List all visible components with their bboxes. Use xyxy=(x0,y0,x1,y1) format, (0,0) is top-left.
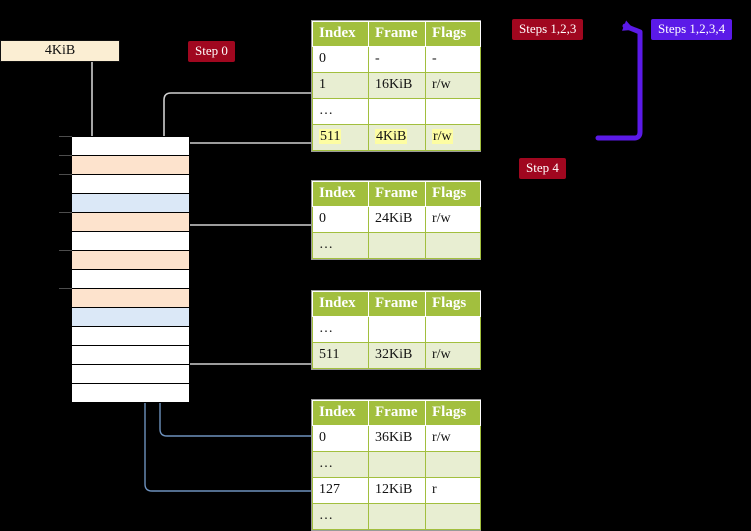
wire-table1-to-memory xyxy=(175,224,311,259)
cell-index: … xyxy=(312,503,369,530)
cell-index: 511 xyxy=(312,124,369,151)
badge-steps-1234: Steps 1,2,3,4 xyxy=(651,19,733,40)
table-row[interactable]: 0-- xyxy=(312,46,481,73)
cell-flags xyxy=(425,232,481,259)
memory-tick-1 xyxy=(59,155,72,156)
memory-frame-6 xyxy=(72,251,189,270)
memory-frame-7 xyxy=(72,270,189,289)
memory-frame-12 xyxy=(72,365,189,384)
memory-tick-2 xyxy=(59,174,72,175)
cell-index: 0 xyxy=(312,206,369,233)
cell-frame: 4KiB xyxy=(368,124,426,151)
cell-flags: r/w xyxy=(425,342,481,369)
table-row[interactable]: … xyxy=(312,98,481,125)
cell-frame xyxy=(368,316,426,343)
physical-memory-column xyxy=(71,136,190,403)
table-row[interactable]: … xyxy=(312,232,481,259)
column-header-flags: Flags xyxy=(425,181,481,207)
memory-tick-8 xyxy=(59,288,72,289)
cell-index: 0 xyxy=(312,425,369,452)
cell-frame: 12KiB xyxy=(368,477,426,504)
cell-frame xyxy=(368,451,426,478)
cell-frame: 32KiB xyxy=(368,342,426,369)
column-header-index: Index xyxy=(312,291,369,317)
column-header-index: Index xyxy=(312,21,369,47)
column-header-index: Index xyxy=(312,181,369,207)
cell-index: … xyxy=(312,98,369,125)
cell-frame: 36KiB xyxy=(368,425,426,452)
cell-flags: r/w xyxy=(425,425,481,452)
memory-frame-2 xyxy=(72,175,189,194)
cell-flags: - xyxy=(425,46,481,73)
cell-frame: 16KiB xyxy=(368,72,426,99)
memory-frame-5 xyxy=(72,232,189,251)
memory-frame-0 xyxy=(72,137,189,156)
memory-frame-10 xyxy=(72,327,189,346)
violet-return-arrow xyxy=(595,20,643,141)
cell-flags xyxy=(425,503,481,530)
cell-index: 511 xyxy=(312,342,369,369)
memory-tick-6 xyxy=(59,250,72,251)
cell-flags xyxy=(425,316,481,343)
column-header-flags: Flags xyxy=(425,291,481,317)
cell-frame: - xyxy=(368,46,426,73)
column-header-frame: Frame xyxy=(368,181,426,207)
memory-frame-8 xyxy=(72,289,189,308)
cell-frame: 24KiB xyxy=(368,206,426,233)
cell-index: … xyxy=(312,316,369,343)
virtual-page-box: 4KiB xyxy=(0,40,120,62)
memory-tick-4 xyxy=(59,212,72,213)
memory-frame-4 xyxy=(72,213,189,232)
memory-frame-9 xyxy=(72,308,189,327)
cell-index: … xyxy=(312,451,369,478)
badge-step-0: Step 0 xyxy=(188,41,235,62)
column-header-frame: Frame xyxy=(368,291,426,317)
badge-steps-123: Steps 1,2,3 xyxy=(512,19,584,40)
cell-flags: r/w xyxy=(425,72,481,99)
memory-frame-3 xyxy=(72,194,189,213)
table-row[interactable]: … xyxy=(312,503,481,530)
cell-frame xyxy=(368,232,426,259)
memory-frame-13 xyxy=(72,384,189,403)
memory-tick-0 xyxy=(59,136,72,137)
cell-index: 1 xyxy=(312,72,369,99)
column-header-frame: Frame xyxy=(368,21,426,47)
wire-table2-to-memory xyxy=(169,313,311,365)
badge-step-4: Step 4 xyxy=(519,158,566,179)
cell-index: 0 xyxy=(312,46,369,73)
cell-flags: r/w xyxy=(425,124,481,151)
cell-flags: r/w xyxy=(425,206,481,233)
table-row[interactable]: … xyxy=(312,316,481,343)
cell-flags xyxy=(425,451,481,478)
wire-table0-row511-to-memory xyxy=(172,142,311,158)
column-header-frame: Frame xyxy=(368,400,426,426)
column-header-flags: Flags xyxy=(425,400,481,426)
column-header-index: Index xyxy=(312,400,369,426)
cell-frame xyxy=(368,503,426,530)
cell-flags xyxy=(425,98,481,125)
memory-frame-11 xyxy=(72,346,189,365)
column-header-flags: Flags xyxy=(425,21,481,47)
memory-frame-1 xyxy=(72,156,189,175)
table-row[interactable]: … xyxy=(312,451,481,478)
cell-index: … xyxy=(312,232,369,259)
cell-frame xyxy=(368,98,426,125)
cell-flags: r xyxy=(425,477,481,504)
cell-index: 127 xyxy=(312,477,369,504)
